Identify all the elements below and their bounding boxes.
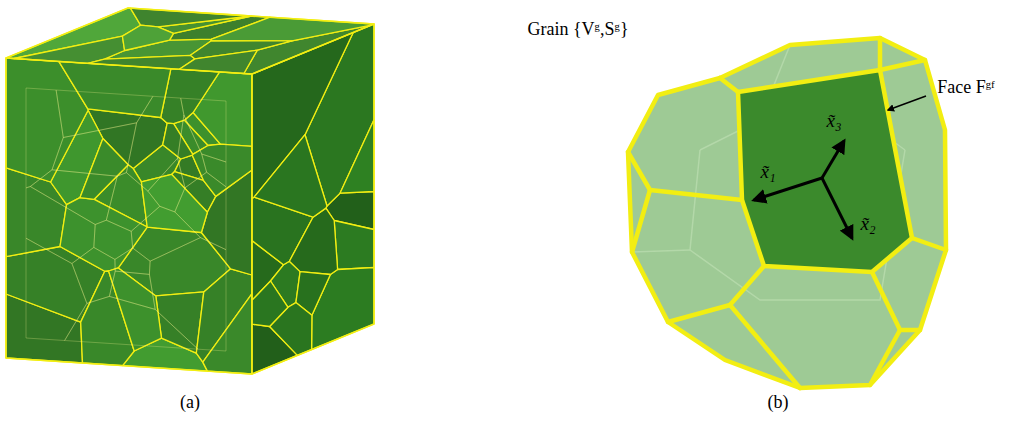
grain-silhouette [628, 38, 946, 388]
grain-cell [252, 281, 288, 327]
grain-edge [872, 272, 900, 330]
grain-edge [912, 238, 946, 250]
grain-cell [340, 120, 374, 193]
grain-edge [628, 152, 650, 190]
grain-edge [738, 70, 912, 272]
grain-cell [60, 198, 147, 272]
grain-cell [94, 220, 133, 259]
grain-cell [65, 296, 198, 349]
grain-edge [650, 190, 742, 200]
grain-edge [628, 38, 946, 388]
grain-cell [30, 170, 117, 225]
grain-cell [131, 206, 200, 261]
grain-cell [149, 238, 226, 351]
grain-cell [289, 208, 337, 274]
grain-cell [334, 221, 374, 270]
grain-cell [59, 61, 171, 117]
grain-cell [80, 139, 128, 200]
grain-label: Grain {Vᵍ,Sᵍ} [527, 20, 628, 40]
grain-cell [181, 98, 226, 162]
grain-cell [26, 238, 87, 340]
grain-edge [730, 266, 764, 305]
axis-label: x̃₁ [760, 162, 775, 183]
grain-edge [720, 78, 738, 92]
highlighted-face [738, 70, 912, 272]
axis-arrow [822, 141, 844, 178]
grain-cell [130, 8, 251, 27]
grain-cell [211, 17, 374, 41]
grain-cell [141, 174, 207, 232]
polycrystal-cube [6, 8, 374, 374]
grain-edge [878, 38, 883, 70]
single-grain [628, 38, 946, 388]
grain-cell [254, 135, 327, 218]
grain-cell [203, 294, 252, 374]
grain-cell [122, 25, 173, 50]
axis-label: x̃₂ [860, 214, 875, 235]
grain-edge [880, 60, 925, 70]
grain-cell [192, 144, 252, 196]
grain-cell [56, 90, 153, 138]
grain-cell [126, 96, 183, 191]
grain-cell [156, 292, 204, 353]
grain-edge [730, 305, 800, 388]
axes [754, 141, 852, 238]
grain-cell [52, 123, 137, 176]
grain-cell [109, 268, 162, 351]
subfigure-label: (b) [768, 393, 789, 413]
subfigure-label: (a) [180, 393, 200, 413]
grain-cell [109, 271, 155, 309]
grain-edge [870, 330, 900, 385]
grain-edges [628, 38, 946, 388]
grain-edge [900, 328, 920, 333]
grain-cell [175, 172, 226, 250]
grain-cell [26, 187, 95, 264]
axis-label: x̃₃ [826, 111, 841, 132]
grain-edge [632, 190, 650, 252]
grain-cell [106, 173, 160, 232]
hidden-edge [632, 250, 690, 252]
leader-arrow [888, 96, 926, 110]
cube-edge [6, 8, 374, 374]
grain-edge [668, 305, 730, 322]
grain-cell [115, 248, 150, 274]
axis-arrow [822, 178, 852, 238]
grain-cell [26, 88, 63, 188]
grain-cell [202, 154, 226, 187]
face-label: Face Fᵍᶠ [937, 78, 995, 98]
grain-cell [163, 123, 193, 159]
